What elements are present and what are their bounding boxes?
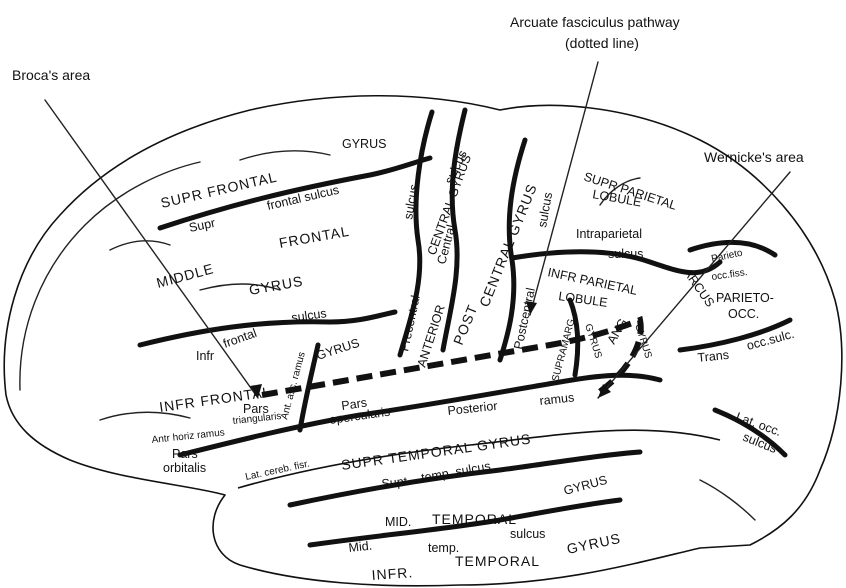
label-mid-caps: MID. — [385, 515, 411, 529]
label-ang: ANG — [604, 316, 630, 346]
label-precentral: Precentral — [397, 294, 423, 353]
label-parieto-occ: PARIETO- — [716, 291, 774, 305]
broca-pointer — [45, 100, 258, 398]
label-temp-sulcus: temp. sulcus — [420, 459, 492, 485]
gyral-line — [240, 151, 330, 160]
label-gyrus-mid: GYRUS — [248, 273, 305, 298]
label-gyrus-if: GYRUS — [315, 336, 362, 363]
label-sulcus-ip: sulcus — [608, 247, 643, 261]
label-triangularis: triangularis — [232, 411, 282, 427]
label-orbitalis: orbitalis — [163, 461, 206, 475]
label-gyrus-sm: GYRUS — [582, 323, 604, 361]
label-infr: Infr — [196, 349, 214, 363]
label-infr-caps: INFR. — [371, 564, 414, 583]
label-temporal-inf: TEMPORAL — [455, 553, 540, 569]
label-occ: OCC. — [728, 307, 759, 321]
label-supt: Supt — [381, 474, 409, 491]
label-gyrus-it: GYRUS — [565, 530, 622, 557]
label-supr-temporal-gyrus: SUPR TEMPORAL GYRUS — [340, 430, 532, 473]
label-frontal: FRONTAL — [278, 223, 351, 251]
label-occ-fiss: occ.fiss. — [711, 267, 748, 283]
label-lat-cereb-fisr: Lat. cereb. fisr. — [244, 459, 310, 483]
label-sulcus-mt: sulcus — [510, 527, 545, 541]
arcuate-caption-line1: Arcuate fasciculus pathway — [510, 14, 680, 30]
label-parieto-fiss: Parieto — [710, 247, 744, 264]
broca-caption: Broca's area — [12, 67, 90, 83]
wernicke-caption: Wernicke's area — [704, 149, 804, 165]
label-middle: MIDDLE — [155, 260, 216, 291]
label-ramus: ramus — [539, 390, 575, 408]
label-anterior: ANTERIOR — [415, 303, 448, 369]
label-mid-small: Mid. — [348, 539, 373, 555]
label-gyrus-mt: GYRUS — [562, 473, 609, 498]
label-intraparietal: Intraparietal — [576, 227, 642, 241]
label-trans: Trans — [697, 348, 730, 365]
gyral-line — [700, 480, 755, 520]
gyral-line — [110, 241, 170, 250]
label-antr-horiz-ramus: Antr horiz ramus — [151, 427, 225, 446]
label-temporal-mid: TEMPORAL — [432, 511, 517, 527]
label-post: POST — [450, 302, 481, 347]
arcuate-caption-line2: (dotted line) — [565, 35, 639, 51]
label-opercularis: opercularis — [328, 405, 390, 427]
label-lobule-ip: LOBULE — [558, 289, 609, 310]
label-sulcus-post: sulcus — [535, 191, 555, 228]
label-pars-orb: Pars — [172, 447, 198, 461]
gyral-line — [100, 412, 190, 420]
label-supr-frontal: SUPR FRONTAL — [159, 169, 279, 211]
label-gyrus-top: GYRUS — [342, 137, 386, 151]
